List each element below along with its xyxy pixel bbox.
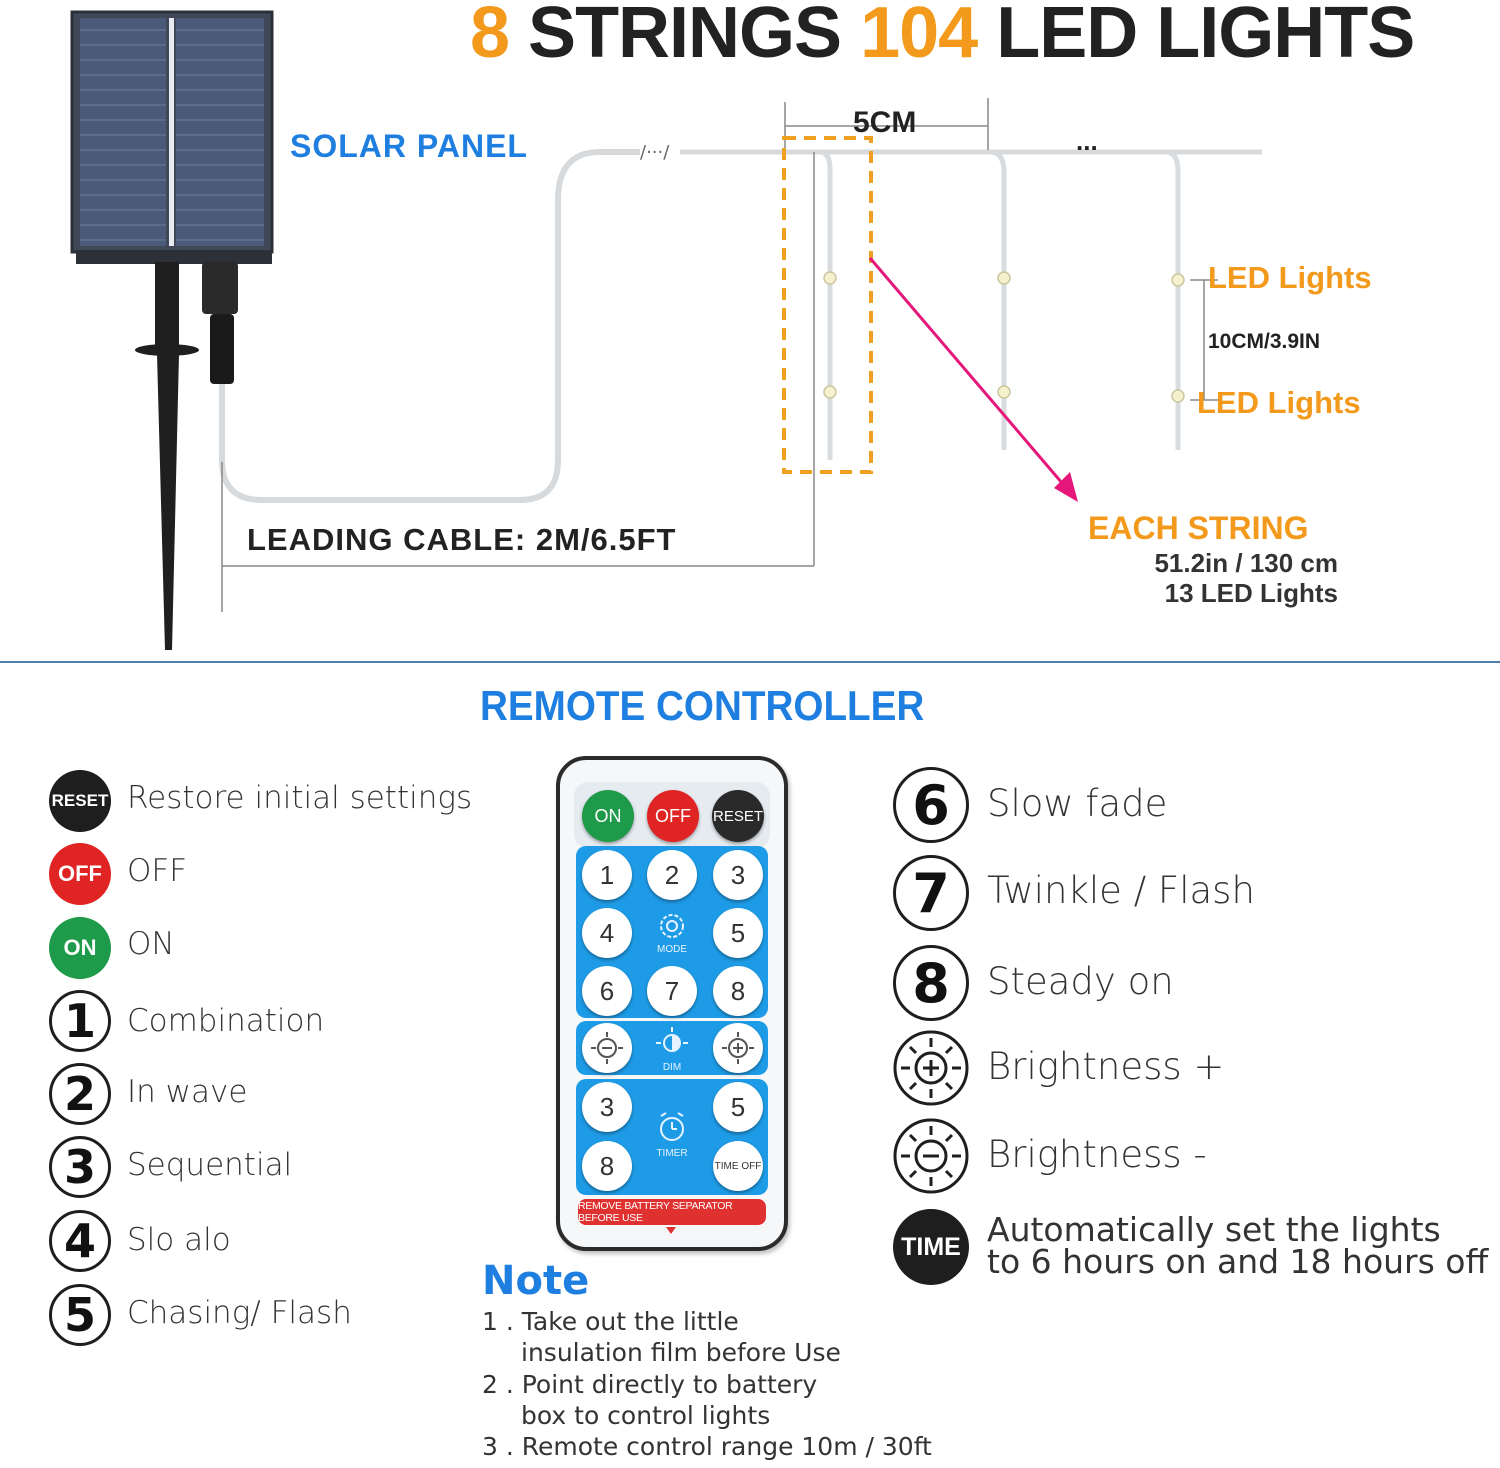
remote-key-7[interactable]: 7	[647, 966, 697, 1016]
remote-key-8[interactable]: 8	[713, 966, 763, 1016]
leading-cable-label: LEADING CABLE: 2M/6.5FT	[247, 522, 677, 557]
mode-label: MODE	[657, 944, 687, 955]
legend-label-on: ON	[127, 926, 175, 962]
legend-label-6: Slow fade	[987, 782, 1168, 825]
mode-1-badge: 1	[49, 990, 111, 1052]
remote-key-1[interactable]: 1	[582, 850, 632, 900]
title-led-count: 104	[860, 0, 978, 73]
remote-key-6[interactable]: 6	[582, 966, 632, 1016]
legend-label-reset: Restore initial settings	[127, 780, 473, 816]
timer-label: TIMER	[656, 1148, 688, 1159]
title-strings-count: 8	[470, 0, 510, 73]
legend-label-8: Steady on	[987, 960, 1174, 1003]
sun-minus-icon	[893, 1118, 969, 1194]
battery-warning-strip: REMOVE BATTERY SEPARATOR BEFORE USE	[578, 1199, 766, 1225]
legend-label-brightness-plus: Brightness +	[987, 1045, 1225, 1088]
mode-2-badge: 2	[49, 1063, 111, 1125]
remote-timer-key-5[interactable]: 5	[713, 1082, 763, 1132]
legend-label-timer-line1: Automatically set the lights	[987, 1210, 1441, 1249]
mode-7-badge: 7	[893, 855, 969, 931]
each-string-count: 13 LED Lights	[1164, 578, 1338, 608]
remote-dim-plus-button[interactable]	[713, 1023, 763, 1073]
each-string-length: 51.2in / 130 cm	[1154, 548, 1338, 578]
solar-panel-label: SOLAR PANEL	[290, 128, 528, 164]
mode-8-badge: 8	[893, 945, 969, 1021]
dimension-lines	[221, 98, 1218, 612]
warning-arrow-icon	[666, 1227, 676, 1234]
legend-label-7: Twinkle / Flash	[987, 869, 1255, 912]
remote-reset-button[interactable]: RESET	[712, 790, 764, 842]
mode-6-badge: 6	[893, 767, 969, 843]
sun-plus-icon	[893, 1030, 969, 1106]
reset-badge: RESET	[49, 770, 111, 832]
mode-3-badge: 3	[49, 1136, 111, 1198]
led-bulbs	[823, 271, 1185, 403]
alarm-clock-icon	[654, 1110, 690, 1146]
cable-connector-image	[202, 262, 238, 384]
remote-key-3[interactable]: 3	[713, 850, 763, 900]
note-line-2b: box to control lights	[521, 1401, 771, 1430]
mode-5-badge: 5	[49, 1284, 111, 1346]
remote-key-2[interactable]: 2	[647, 850, 697, 900]
sun-plus-icon	[722, 1032, 754, 1064]
page-title: 8 STRINGS 104 LED LIGHTS	[470, 0, 1415, 74]
legend-label-3: Sequential	[127, 1147, 293, 1183]
solar-panel-image	[70, 10, 274, 264]
legend-label-5: Chasing/ Flash	[127, 1295, 352, 1331]
legend-label-timer-line2: to 6 hours on and 18 hours off	[987, 1242, 1489, 1281]
remote-timer-key-3[interactable]: 3	[582, 1082, 632, 1132]
remote-section-title: REMOTE CONTROLLER	[480, 682, 925, 729]
ground-stake-image	[135, 262, 199, 650]
led-spacing-label: 10CM/3.9IN	[1208, 330, 1321, 353]
note-line-1b: insulation film before Use	[521, 1338, 841, 1367]
off-badge: OFF	[49, 843, 111, 905]
title-led-text: LED LIGHTS	[977, 0, 1415, 73]
remote-on-button[interactable]: ON	[582, 790, 634, 842]
remote-timer-key-8[interactable]: 8	[582, 1141, 632, 1191]
mode-gear-icon	[654, 910, 690, 944]
mode-4-badge: 4	[49, 1210, 111, 1272]
svg-text:/···/: /···/	[640, 142, 670, 163]
each-string-title: EACH STRING	[1088, 510, 1309, 546]
leading-cable	[219, 149, 640, 503]
note-title: Note	[482, 1258, 590, 1304]
dim-bulb-icon	[654, 1025, 690, 1061]
remote-off-button[interactable]: OFF	[647, 790, 699, 842]
title-strings-text: STRINGS	[509, 0, 861, 73]
section-divider	[0, 661, 1500, 663]
product-diagram: /···/	[70, 10, 1262, 650]
more-strings-ellipsis: ...	[1076, 126, 1098, 156]
remote-time-off-button[interactable]: TIME OFF	[713, 1141, 763, 1191]
note-line-1a: 1 . Take out the little	[482, 1307, 739, 1336]
legend-label-brightness-minus: Brightness -	[987, 1133, 1207, 1176]
on-badge: ON	[49, 917, 111, 979]
string-pointer-arrow	[868, 257, 1070, 491]
remote-key-4[interactable]: 4	[582, 908, 632, 958]
sun-minus-icon	[591, 1032, 623, 1064]
legend-label-1: Combination	[127, 1003, 325, 1039]
dim-label: DIM	[662, 1062, 682, 1073]
time-badge: TIME	[893, 1209, 969, 1285]
led-strings	[819, 149, 1181, 460]
led-label-top: LED Lights	[1208, 260, 1372, 295]
remote-key-5[interactable]: 5	[713, 908, 763, 958]
note-line-3: 3 . Remote control range 10m / 30ft	[482, 1432, 932, 1461]
string-gap-label: 5CM	[853, 106, 917, 139]
string-highlight-box	[782, 136, 873, 474]
legend-label-off: OFF	[127, 853, 188, 889]
remote-dim-minus-button[interactable]	[582, 1023, 632, 1073]
led-label-bottom: LED Lights	[1197, 385, 1361, 420]
legend-label-4: Slo alo	[127, 1222, 231, 1258]
note-line-2a: 2 . Point directly to battery	[482, 1370, 818, 1399]
legend-label-2: In wave	[127, 1074, 248, 1110]
